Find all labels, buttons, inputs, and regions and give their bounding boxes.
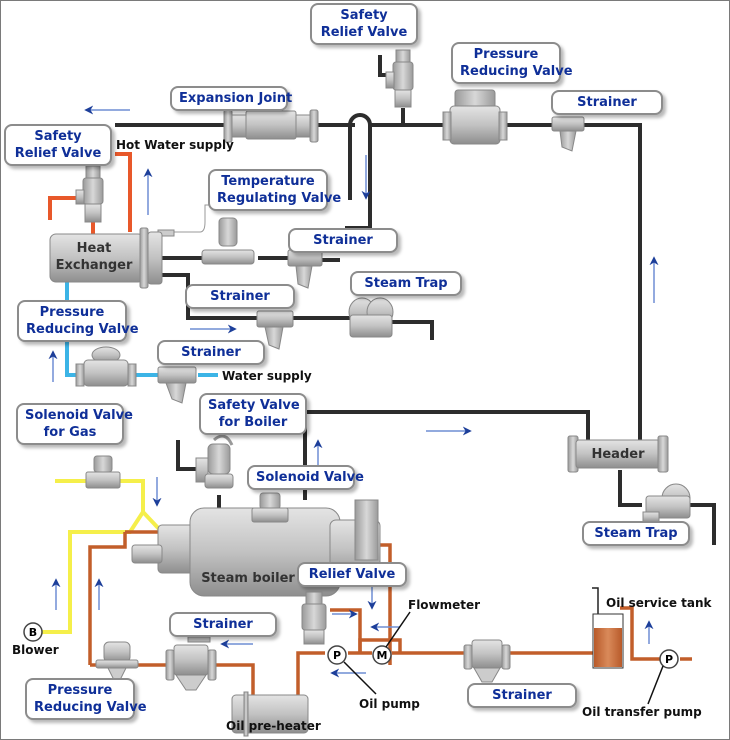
header-label: Header	[591, 447, 645, 462]
pump-symbols: B P M P	[23, 622, 679, 669]
callout-steam-trap-header: Steam Trap	[582, 521, 690, 546]
heat-exchanger-body[interactable]	[49, 227, 163, 289]
solenoid-valve-gas-body[interactable]	[85, 455, 121, 489]
oil-service-tank-body[interactable]	[592, 587, 624, 669]
temperature-regulating-valve-body[interactable]	[157, 204, 255, 265]
hot-water-supply-label: Hot Water supply	[116, 138, 234, 152]
safety-relief-valve-top-body[interactable]	[385, 49, 414, 108]
oil-pump-letter: P	[333, 649, 341, 662]
callout-strainer-mid: Strainer	[288, 228, 398, 253]
callout-expansion-joint: Expansion Joint	[170, 86, 292, 111]
strainer-oil-right-body[interactable]	[463, 639, 511, 683]
callout-solenoid-valve: Solenoid Valve	[247, 465, 364, 490]
callout-safety-relief-valve-left: Safety Relief Valve	[4, 124, 112, 166]
blower-symbol-letter: B	[29, 626, 37, 639]
oil-transfer-pump-symbol[interactable]: P	[659, 649, 679, 669]
pressure-reducing-valve-oil-body[interactable]	[95, 641, 139, 681]
oil-pump-label: Oil pump	[359, 697, 420, 711]
oil-transfer-pump-letter: P	[665, 653, 673, 666]
steam-boiler-safety	[176, 440, 198, 471]
leader-lines	[343, 611, 664, 705]
callout-temperature-regulating-valve: Temperature Regulating Valve	[208, 169, 341, 211]
strainer-mid-body[interactable]	[287, 249, 323, 289]
pressure-reducing-valve-top-body[interactable]	[442, 89, 508, 145]
heat-exchanger-label: Heat Exchanger	[55, 241, 133, 273]
header-body[interactable]	[567, 435, 669, 473]
blower-symbol[interactable]: B	[23, 622, 43, 642]
flowmeter-label: Flowmeter	[408, 598, 481, 612]
callout-safety-relief-valve-top: Safety Relief Valve	[310, 3, 418, 45]
expansion-joint[interactable]	[223, 109, 319, 143]
callout-strainer-oil-right: Strainer	[467, 683, 577, 708]
callout-pressure-reducing-valve-top: Pressure Reducing Valve	[451, 42, 573, 84]
oil-tank-fill	[594, 628, 622, 667]
callout-strainer-lower: Strainer	[185, 284, 295, 309]
hot-water-pipes	[48, 152, 132, 235]
oil-service-tank-label: Oil service tank	[606, 596, 712, 610]
safety-valve-boiler-body[interactable]	[195, 434, 234, 489]
strainer-oil-left-body[interactable]	[165, 636, 217, 691]
flowmeter-symbol[interactable]: M	[372, 645, 392, 665]
strainer-top-body[interactable]	[551, 116, 585, 152]
strainer-lower-body[interactable]	[256, 310, 294, 350]
callout-steam-trap-mid: Steam Trap	[350, 271, 462, 296]
flow-arrows	[48, 105, 659, 678]
callout-pressure-reducing-valve-water: Pressure Reducing Valve	[17, 300, 139, 342]
steam-trap-header-body[interactable]	[642, 483, 691, 523]
callout-relief-valve: Relief Valve	[297, 562, 407, 587]
callout-strainer-oil-left: Strainer	[169, 612, 277, 637]
callout-safety-valve-boiler: Safety Valve for Boiler	[199, 393, 307, 435]
solenoid-valve-body[interactable]	[251, 492, 289, 523]
oil-transfer-pump-label: Oil transfer pump	[582, 705, 702, 719]
steam-header-trap	[618, 470, 716, 545]
water-supply-label: Water supply	[222, 369, 312, 383]
steam-boiler-out	[303, 410, 590, 500]
callout-pressure-reducing-valve-oil: Pressure Reducing Valve	[25, 678, 147, 720]
callout-solenoid-valve-gas: Solenoid Valve for Gas	[16, 403, 133, 445]
safety-relief-valve-left-body[interactable]	[75, 165, 104, 223]
gas-pipes	[40, 479, 162, 634]
steam-trap-mid-body[interactable]	[348, 297, 394, 338]
callout-strainer-water: Strainer	[157, 340, 265, 365]
blower-label: Blower	[12, 643, 59, 657]
pressure-reducing-valve-water-body[interactable]	[75, 346, 137, 387]
steam-boiler-label: Steam boiler	[201, 571, 295, 586]
relief-valve-body[interactable]	[301, 591, 327, 645]
steam-boiler-body[interactable]	[131, 499, 381, 597]
strainer-water-body[interactable]	[157, 366, 197, 404]
oil-pre-heater-body[interactable]	[231, 691, 309, 737]
oil-pre-heater-label: Oil pre-heater	[226, 719, 321, 733]
oil-pump-symbol[interactable]: P	[327, 645, 347, 665]
callout-strainer-top: Strainer	[551, 90, 663, 115]
flowmeter-letter: M	[377, 649, 388, 662]
